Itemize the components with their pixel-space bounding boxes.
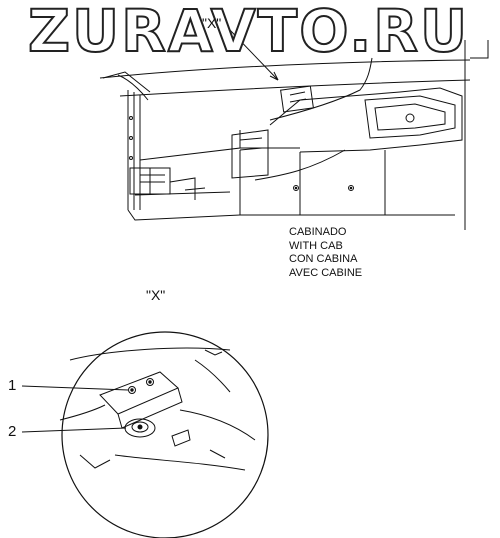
watermark-logo: ZURAVTO.RU — [27, 0, 470, 65]
caption-line: CABINADO — [289, 226, 347, 238]
callout-2: 2 — [8, 423, 17, 440]
caption-line: AVEC CABINE — [289, 266, 363, 279]
view-label-top: "X" — [202, 15, 222, 31]
view-label-detail: "X" — [146, 287, 166, 303]
callout-2-leader — [21, 427, 127, 433]
detail-x-drawing — [59, 331, 269, 538]
caption-line: WITH CAB — [289, 239, 343, 252]
callout-1: 1 — [8, 377, 17, 394]
caption-line: CON CABINA — [289, 253, 358, 265]
cab-overview-drawing — [99, 27, 489, 230]
callout-1-leader — [21, 385, 129, 391]
caption-block: CABINADO WITH CAB CON CABINA AVEC CABINE — [289, 226, 362, 280]
